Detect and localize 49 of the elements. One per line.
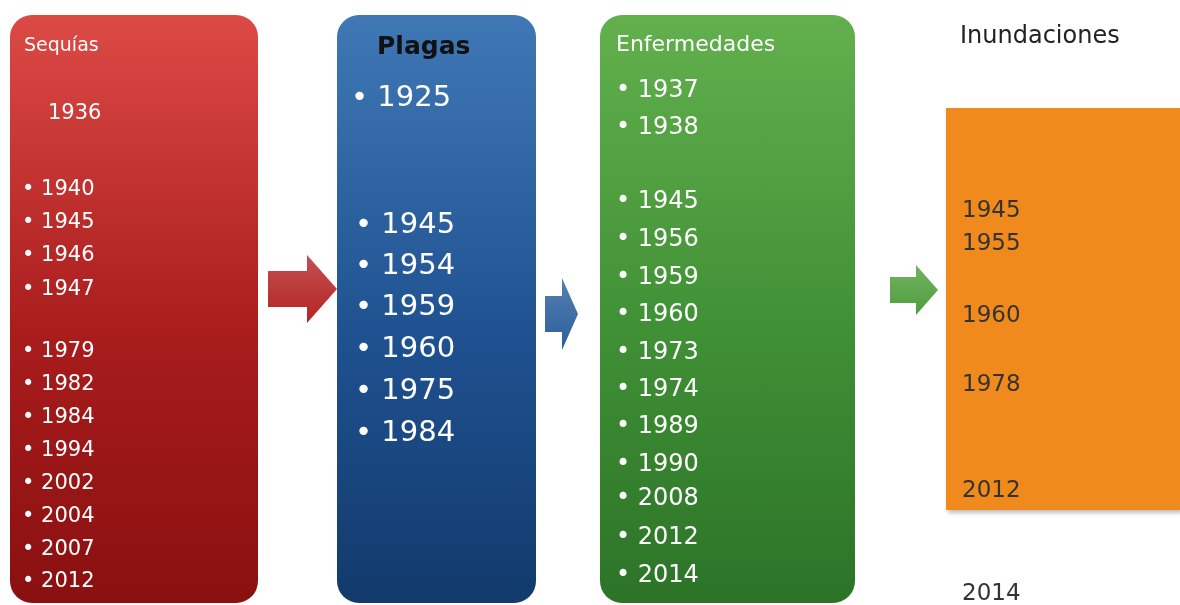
year-label: • 1960 <box>355 332 456 364</box>
year-label: • 1954 <box>355 249 456 281</box>
year-label: • 1959 <box>616 262 699 290</box>
year-label: • 1947 <box>22 277 95 301</box>
category-panel <box>600 15 855 603</box>
year-label: • 1984 <box>355 416 456 448</box>
year-label: • 1994 <box>22 438 95 462</box>
year-label: • 2004 <box>22 504 95 528</box>
year-label: • 1973 <box>616 337 699 365</box>
year-label: • 1990 <box>616 449 699 477</box>
year-label: • 1937 <box>616 75 699 103</box>
year-label: • 2002 <box>22 471 95 495</box>
year-label: • 1989 <box>616 411 699 439</box>
year-label: • 2012 <box>22 569 95 593</box>
category-panel <box>337 15 536 603</box>
year-label: • 2012 <box>616 522 699 550</box>
year-label: 1936 <box>48 101 102 125</box>
year-label: 2012 <box>962 477 1021 503</box>
year-label: 1945 <box>962 197 1021 223</box>
year-label: • 1975 <box>355 374 456 406</box>
year-label: 1978 <box>962 371 1021 397</box>
year-label: 1955 <box>962 230 1021 256</box>
block-arrow <box>268 255 337 323</box>
year-label: • 1945 <box>22 210 95 234</box>
year-label: • 2007 <box>22 537 95 561</box>
year-label: 1960 <box>962 302 1021 328</box>
year-label: • 1982 <box>22 372 95 396</box>
year-label: • 1945 <box>355 208 456 240</box>
category-panel <box>10 15 258 603</box>
year-label: • 1979 <box>22 339 95 363</box>
year-label: • 2014 <box>616 560 699 588</box>
category-heading: Sequías <box>24 33 99 55</box>
year-label: • 1938 <box>616 112 699 140</box>
category-heading: Enfermedades <box>616 31 776 57</box>
category-heading: Inundaciones <box>960 21 1120 49</box>
year-label: • 1984 <box>22 405 95 429</box>
year-label: • 2008 <box>616 483 699 511</box>
year-label: 2014 <box>962 580 1021 605</box>
year-label: • 1945 <box>616 186 699 214</box>
year-label: • 1940 <box>22 177 95 201</box>
year-label: • 1946 <box>22 243 95 267</box>
category-heading: Plagas <box>377 32 471 60</box>
block-arrow <box>545 278 578 350</box>
year-label: • 1974 <box>616 374 699 402</box>
year-label: • 1959 <box>355 290 456 322</box>
block-arrow <box>890 265 938 315</box>
year-label: • 1925 <box>351 81 452 113</box>
year-label: • 1960 <box>616 299 699 327</box>
year-label: • 1956 <box>616 224 699 252</box>
